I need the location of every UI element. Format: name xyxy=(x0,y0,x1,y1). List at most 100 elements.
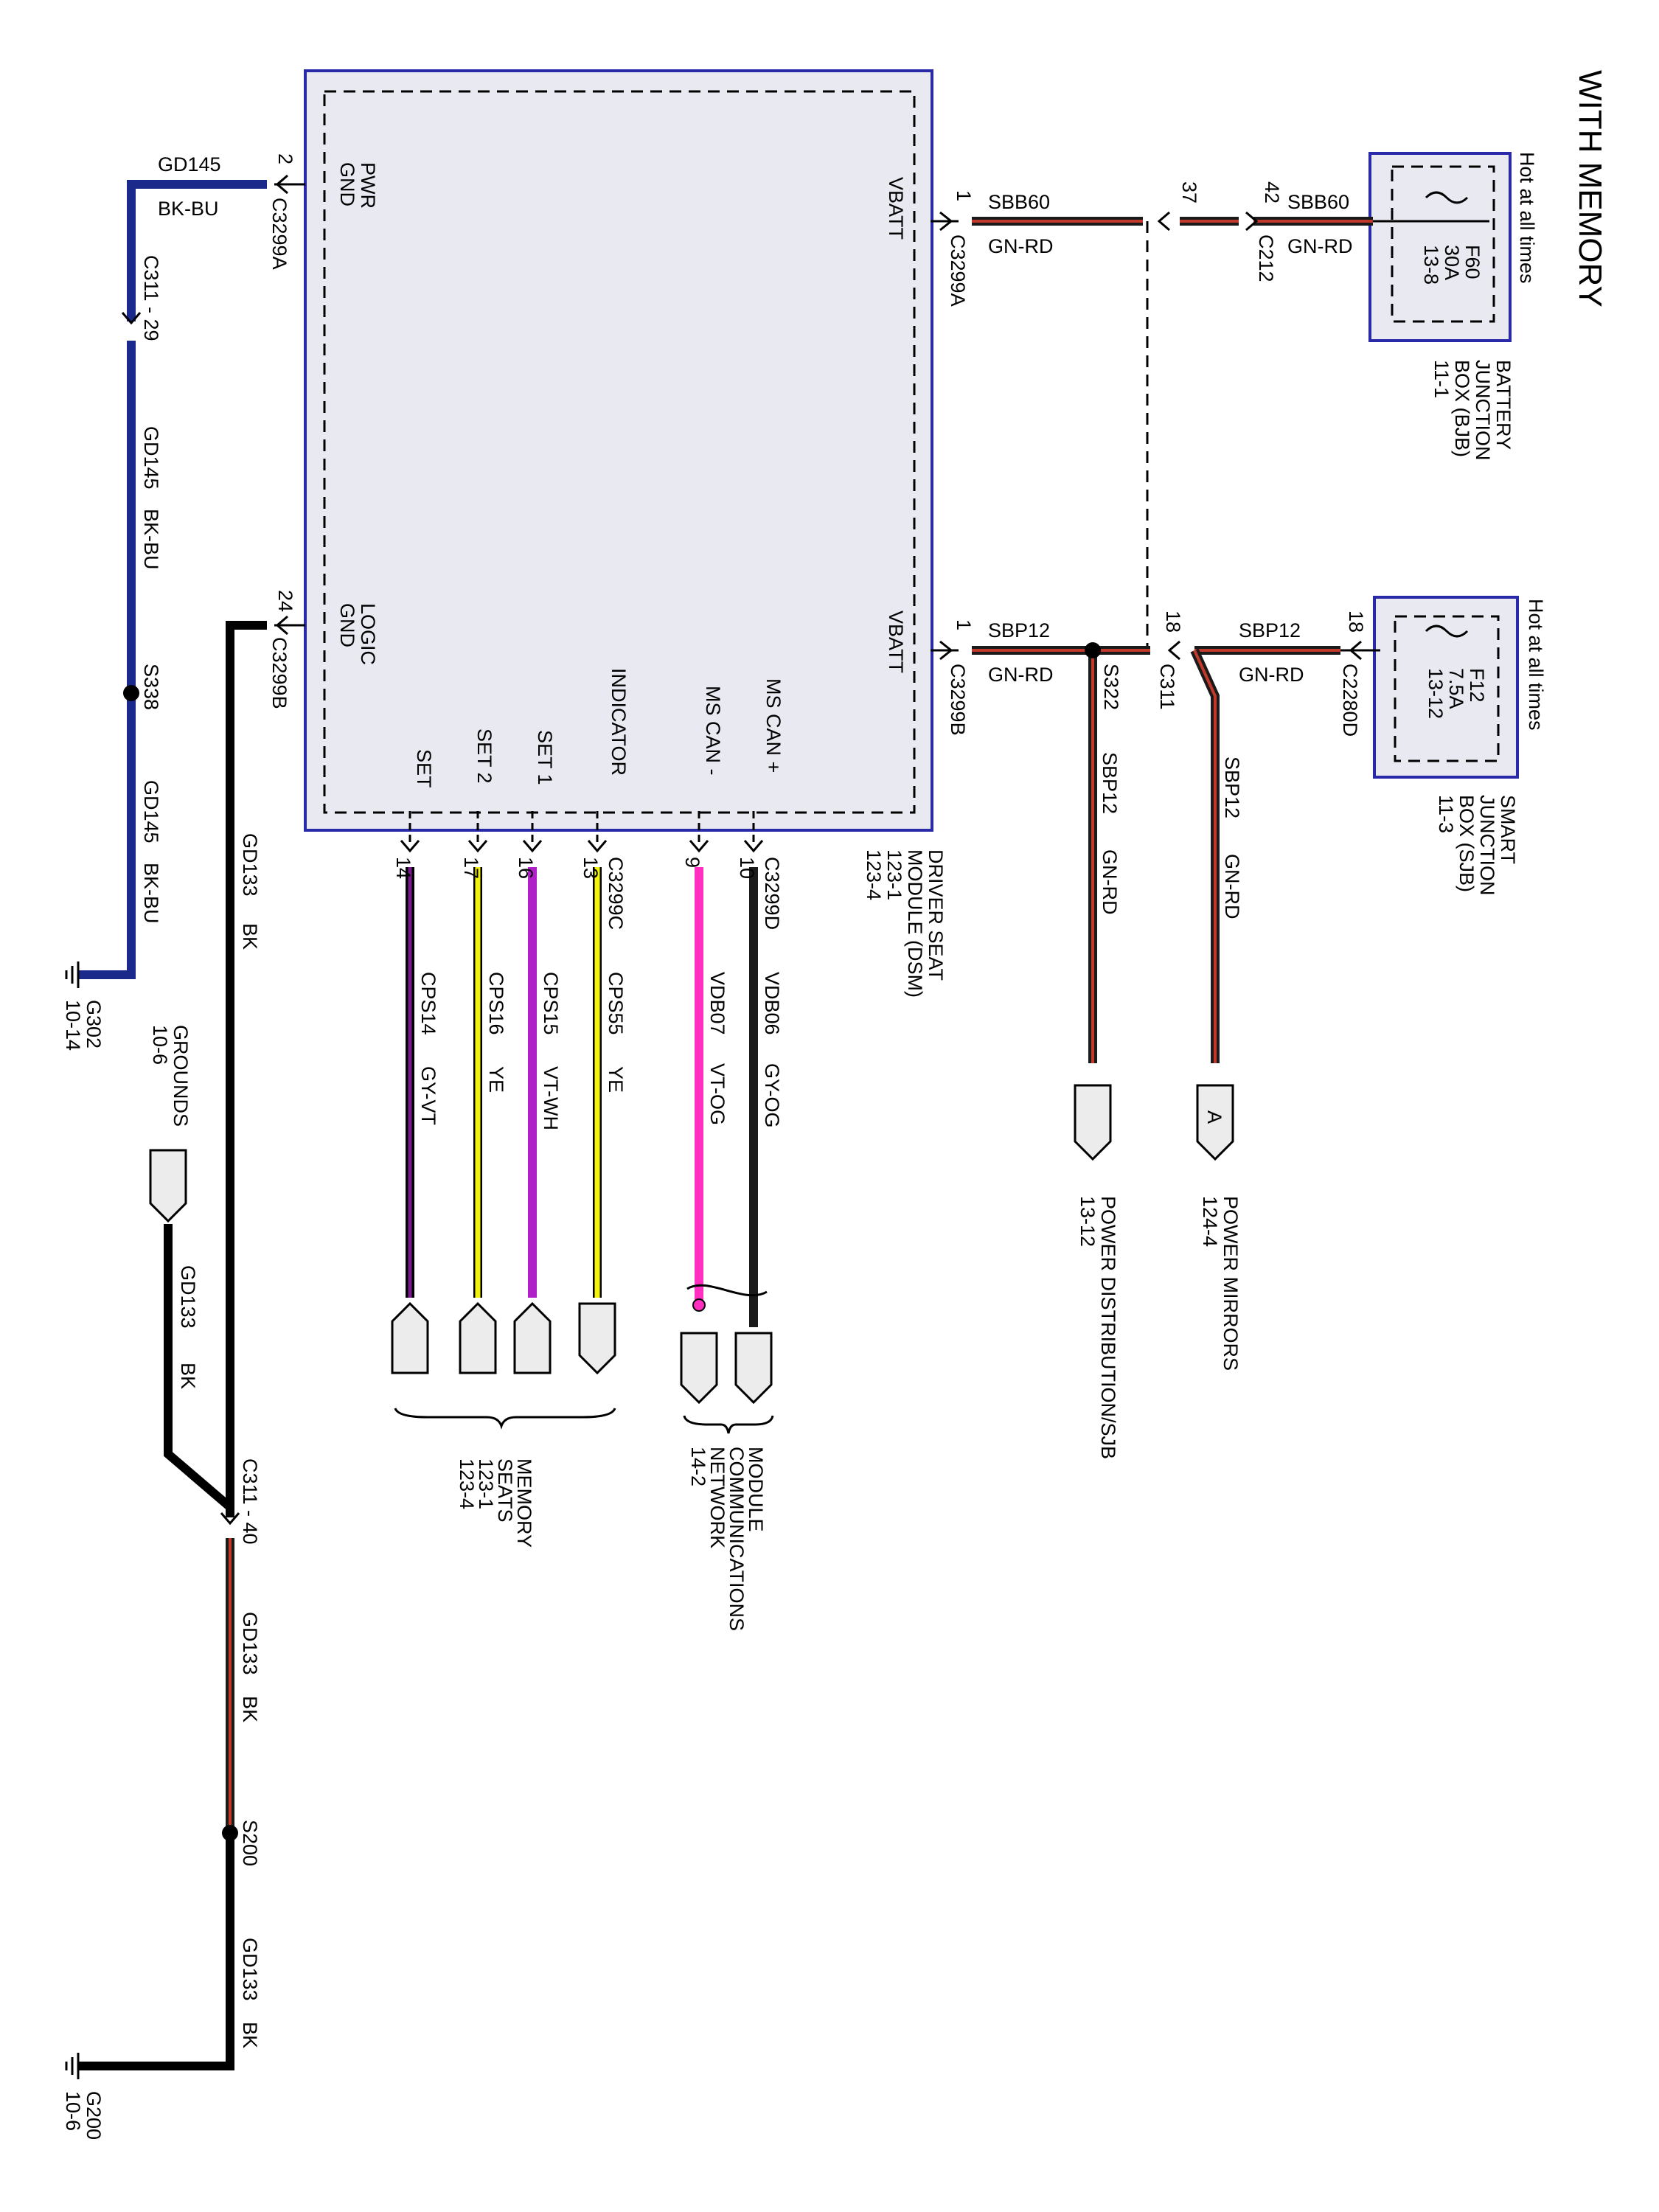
c311-label: C311 xyxy=(1156,664,1178,710)
terminal-vdb06 xyxy=(734,1332,773,1405)
ground-g302-label: G302 xyxy=(83,1000,105,1048)
sjb-name-2: JUNCTION xyxy=(1476,795,1498,896)
wire-gd133-d-label: GD133 xyxy=(239,1938,261,2001)
dsm-page-2: 123-4 xyxy=(863,849,885,900)
power-distribution-page: 13-12 xyxy=(1077,1196,1099,1247)
grounds-label: GROUNDS xyxy=(170,1025,192,1127)
dsm-pin-ms-can-minus: MS CAN - xyxy=(702,686,724,776)
wire-sbb60: SBB60 GN-RD SBB60 GN-RD 1 C3299A 37 42 C… xyxy=(931,181,1489,307)
c212-pin-37: 37 xyxy=(1178,181,1200,204)
power-distribution-label: POWER DISTRIBUTION/SJB xyxy=(1097,1196,1119,1459)
ground-g302: G302 10-14 xyxy=(62,961,105,1051)
twisted-pair-mark xyxy=(686,1284,768,1312)
c212-label: C212 xyxy=(1255,234,1277,282)
wire-gd133-a-color: BK xyxy=(239,923,261,950)
mcn-label-2: COMMUNICATIONS xyxy=(726,1447,748,1631)
memory-label-2: SEATS xyxy=(494,1458,516,1523)
smart-junction-box: Hot at all times F12 7.5A 13-12 SMART JU… xyxy=(1373,596,1547,896)
wire-cps15-color: VT-WH xyxy=(540,1066,562,1130)
dsm-pin-set2: SET 2 xyxy=(473,728,495,784)
mcn-label-3: NETWORK xyxy=(706,1447,728,1548)
wire-gd145-b-label: GD145 xyxy=(140,426,162,490)
wire-gd145-c-color: BK-BU xyxy=(140,863,162,924)
dsm-pin-pwr-gnd-2: GND xyxy=(336,162,358,206)
wire-cps16-label: CPS16 xyxy=(485,972,507,1035)
dsm-pin-pwr-gnd-1: PWR xyxy=(357,162,379,209)
wire-sbp12-b-color: GN-RD xyxy=(1239,664,1304,686)
c3299d-pin-9: 9 xyxy=(681,857,703,868)
wire-sbp12-a-color: GN-RD xyxy=(988,664,1054,686)
splice-s322-label: S322 xyxy=(1100,664,1122,710)
c2280d-label: C2280D xyxy=(1339,664,1361,737)
wire-gd145-a-color: BK-BU xyxy=(158,198,219,220)
dsm-pin-ms-can-plus: MS CAN + xyxy=(762,678,785,773)
wire-gd133-c-label: GD133 xyxy=(239,1612,261,1675)
wire-cps16-color: YE xyxy=(485,1066,507,1093)
power-mirrors-page: 124-4 xyxy=(1199,1196,1221,1247)
wire-sbb60-a-color: GN-RD xyxy=(988,235,1054,257)
wire-cps14-label: CPS14 xyxy=(417,972,439,1035)
bjb-fuse-ref: 13-8 xyxy=(1420,245,1442,285)
wire-gd145-c-label: GD145 xyxy=(140,780,162,844)
ground-g200-label: G200 xyxy=(83,2091,105,2140)
wire-cps15-label: CPS15 xyxy=(540,972,562,1035)
ground-g200-page: 10-6 xyxy=(62,2091,84,2131)
wire-cps14: CPS14 GY-VT 14 xyxy=(392,811,439,1298)
dsm-pin-set1: SET 1 xyxy=(534,730,556,785)
wire-vdb07-color: VT-OG xyxy=(706,1063,728,1125)
memory-brace: MEMORY SEATS 123-1 123-4 xyxy=(394,1408,616,1548)
dsm-pin-set: SET xyxy=(413,749,435,788)
dsm-page-1: 123-1 xyxy=(883,849,905,900)
ground-g302-page: 10-14 xyxy=(62,1000,84,1051)
memory-label-1: MEMORY xyxy=(513,1458,535,1548)
splice-s322-dot xyxy=(1085,642,1101,658)
wire-cps15: CPS15 VT-WH 16 xyxy=(515,811,562,1298)
c3299d-label: C3299D xyxy=(761,857,783,930)
sjb-fuse-rating: 7.5A xyxy=(1445,668,1467,709)
battery-junction-box: Hot at all times F60 30A 13-8 BATTERY JU… xyxy=(1368,152,1538,461)
wire-sbp12-c-color: GN-RD xyxy=(1099,849,1121,915)
dsm-name-2: MODULE (DSM) xyxy=(904,849,926,998)
wire-sbb60-a-label: SBB60 xyxy=(988,191,1050,213)
wire-vdb07: VDB07 VT-OG 9 xyxy=(681,811,728,1305)
c212-pin-42: 42 xyxy=(1261,181,1283,204)
c3299a-pin-2: 2 xyxy=(274,153,296,164)
c3299b-label-24: C3299B xyxy=(268,637,291,709)
c3299a-label-1: C3299A xyxy=(947,234,969,307)
c3299b-pin-1: 1 xyxy=(953,619,975,630)
terminal-cps15 xyxy=(513,1301,552,1374)
terminal-vdb07 xyxy=(680,1332,718,1405)
wire-gd145-b-color: BK-BU xyxy=(140,509,162,570)
wire-sbb60-b-color: GN-RD xyxy=(1287,235,1353,257)
sjb-page: 11-3 xyxy=(1435,795,1457,833)
wire-gd133-c-color: BK xyxy=(239,1696,261,1722)
bjb-name-3: BOX (BJB) xyxy=(1451,360,1473,457)
mcn-label-1: MODULE xyxy=(745,1447,767,1532)
c3299a-pin-1: 1 xyxy=(953,190,975,201)
driver-seat-module: PWR GND LOGIC GND VBATT VBATT MS CAN + M… xyxy=(304,69,947,998)
wire-vdb06: VDB06 GY-OG 10 C3299D xyxy=(736,811,783,1327)
power-mirrors-label: POWER MIRRORS xyxy=(1220,1196,1242,1371)
dsm-pin-vbatt-b: VBATT xyxy=(885,611,907,673)
c311-pin-18: 18 xyxy=(1162,611,1184,633)
wire-sbp12: SBP12 GN-RD SBP12 GN-RD SBP12 GN-RD SBP1… xyxy=(931,611,1380,1063)
wire-gd145: GD145 BK-BU GD145 BK-BU GD145 BK-BU 2 C3… xyxy=(78,153,305,979)
splice-s338-label: S338 xyxy=(140,664,162,710)
c3299c-pin-13: 13 xyxy=(580,857,602,879)
c311-29-label: C311 - 29 xyxy=(140,255,162,341)
wire-cps16: CPS16 YE 17 xyxy=(460,811,507,1298)
mcn-label-4: 14-2 xyxy=(687,1447,709,1486)
mcn-brace: MODULE COMMUNICATIONS NETWORK 14-2 xyxy=(683,1415,774,1631)
bjb-fuse-label: F60 xyxy=(1461,245,1484,279)
sjb-name-3: BOX (SJB) xyxy=(1455,795,1478,892)
splice-s338-dot xyxy=(123,685,139,701)
dsm-pin-logic-gnd-2: GND xyxy=(336,603,358,647)
wire-vdb07-label: VDB07 xyxy=(706,972,728,1035)
wire-cps55-label: CPS55 xyxy=(605,972,627,1035)
terminal-cps55 xyxy=(578,1302,616,1375)
wire-sbp12-d-label: SBP12 xyxy=(1221,757,1243,818)
wire-sbp12-c-label: SBP12 xyxy=(1099,752,1121,814)
power-mirrors-ref: A POWER MIRRORS 124-4 xyxy=(1196,1084,1242,1371)
wire-sbb60-b-label: SBB60 xyxy=(1287,191,1349,213)
